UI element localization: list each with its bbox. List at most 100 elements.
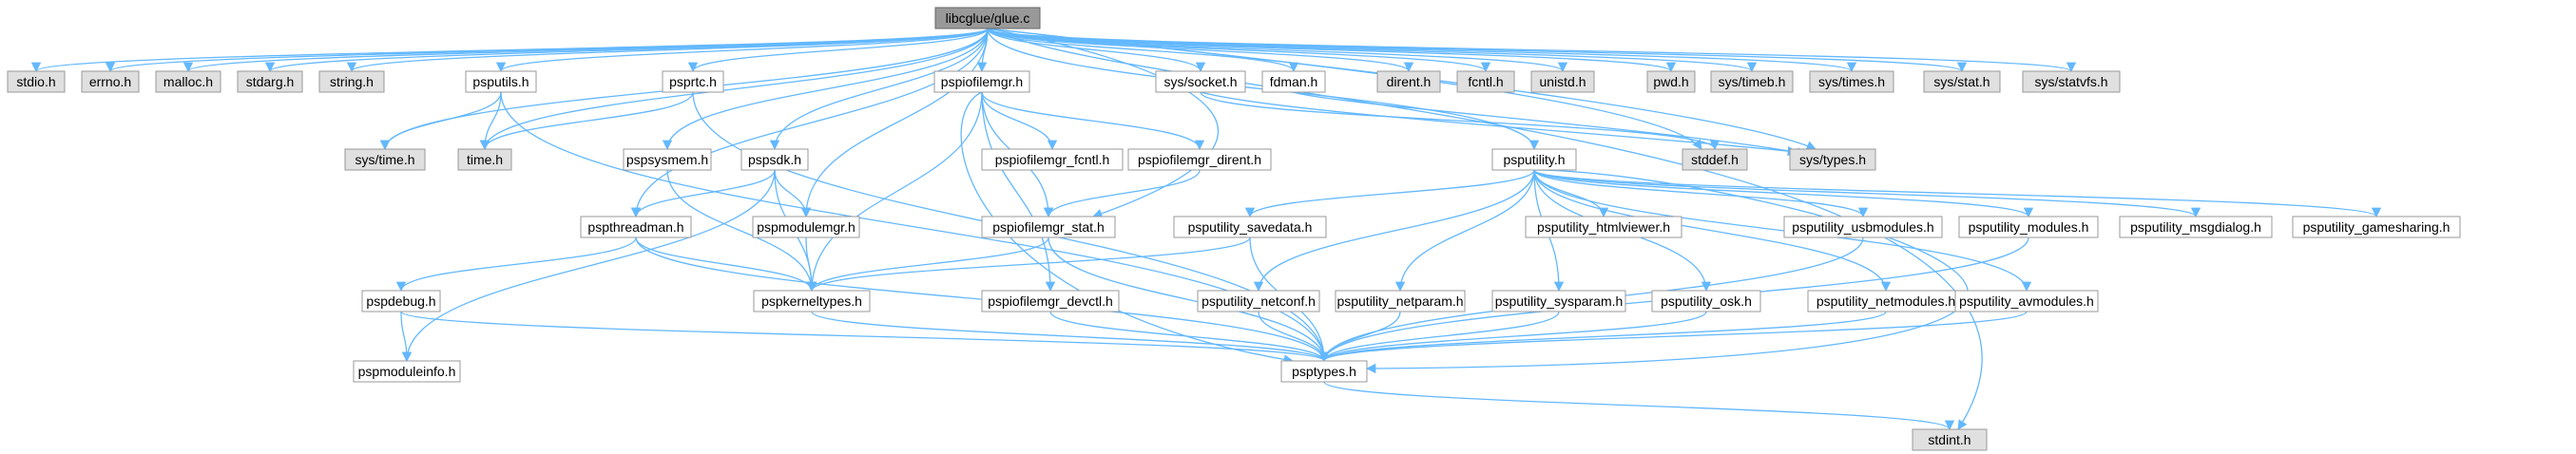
edge-psptypes-to-stdint (1323, 381, 1954, 431)
edges-layer (31, 28, 2381, 431)
node-pspthreadman[interactable]: pspthreadman.h (580, 216, 692, 238)
node-dirent: dirent.h (1376, 70, 1441, 93)
node-label: stddef.h (1691, 152, 1739, 167)
node-glue[interactable]: libcglue/glue.c (934, 7, 1041, 29)
node-malloc: malloc.h (155, 70, 221, 93)
node-sysstat: sys/stat.h (1923, 70, 2001, 93)
node-box (7, 70, 66, 93)
node-box (1491, 290, 1626, 312)
node-msgdialog[interactable]: psputility_msgdialog.h (2119, 216, 2273, 238)
node-label: psprtc.h (669, 74, 717, 89)
node-htmlviewer[interactable]: psputility_htmlviewer.h (1525, 216, 1682, 238)
node-box (1710, 70, 1794, 93)
node-pspkerneltypes[interactable]: pspkerneltypes.h (753, 290, 871, 312)
node-stdio: stdio.h (7, 70, 66, 93)
node-box (1646, 70, 1696, 93)
node-label: pwd.h (1653, 74, 1688, 89)
node-label: pspthreadman.h (587, 219, 683, 235)
node-stdarg: stdarg.h (237, 70, 303, 93)
node-box (1280, 360, 1368, 383)
node-box (1491, 148, 1577, 171)
node-psputility[interactable]: psputility.h (1491, 148, 1577, 171)
edge-pspiofilemgr-to-fcntlh (981, 91, 1058, 151)
node-label: errno.h (89, 74, 131, 89)
node-label: psputility_sysparam.h (1495, 293, 1624, 309)
edge-glue-to-time (479, 28, 989, 151)
edge-glue-to-stdint (987, 28, 1983, 430)
node-label: pspdebug.h (366, 293, 435, 309)
node-stdint: stdint.h (1912, 428, 1988, 451)
node-box (981, 290, 1120, 312)
node-box (237, 70, 303, 93)
node-box (2292, 216, 2461, 238)
node-box (753, 290, 871, 312)
edge-pspkerneltypes-to-psptypes (811, 311, 1330, 363)
node-pspmoduleinfo[interactable]: pspmoduleinfo.h (353, 360, 461, 383)
node-label: sys/timeb.h (1719, 74, 1786, 89)
edge-psputility-to-gamesharing (1533, 169, 2381, 218)
node-pspdebug[interactable]: pspdebug.h (361, 290, 441, 312)
node-netconf[interactable]: psputility_netconf.h (1197, 290, 1320, 312)
node-box (1456, 70, 1515, 93)
node-osk[interactable]: psputility_osk.h (1651, 290, 1761, 312)
edge-direnth-to-stath (1043, 169, 1201, 218)
node-netmodules[interactable]: psputility_netmodules.h (1807, 290, 1965, 312)
node-label: psputility_osk.h (1661, 293, 1752, 309)
node-systimes: sys/times.h (1809, 70, 1894, 93)
node-box (933, 70, 1030, 93)
node-devctl[interactable]: pspiofilemgr_devctl.h (981, 290, 1120, 312)
node-direnth[interactable]: pspiofilemgr_dirent.h (1127, 148, 1272, 171)
node-box (623, 148, 712, 171)
edge-savedata-to-pspkerneltypes (806, 236, 1251, 293)
node-syssocket[interactable]: sys/socket.h (1155, 70, 1246, 93)
edge-glue-to-sysstatvfs (987, 28, 2076, 73)
node-fdman[interactable]: fdman.h (1261, 70, 1326, 93)
edge-sysparam-to-psptypes (1318, 311, 1560, 363)
edge-glue-to-systimeb (987, 28, 1757, 73)
node-systypes: sys/types.h (1789, 148, 1876, 171)
edge-psputils-to-systime (379, 91, 502, 151)
node-sysparam[interactable]: psputility_sysparam.h (1491, 290, 1626, 312)
node-box (1530, 70, 1595, 93)
edge-pspiofilemgr-to-devctl (981, 91, 1056, 293)
node-psptypes[interactable]: psptypes.h (1280, 360, 1368, 383)
node-box (353, 360, 461, 383)
node-label: malloc.h (163, 74, 213, 89)
node-pspmodulemgr[interactable]: pspmodulemgr.h (752, 216, 860, 238)
edge-netparam-to-psptypes (1318, 311, 1401, 363)
node-label: psputility_savedata.h (1188, 219, 1313, 235)
node-box (740, 148, 809, 171)
node-avmodules[interactable]: psputility_avmodules.h (1954, 290, 2099, 312)
node-fcntlh[interactable]: pspiofilemgr_fcntl.h (981, 148, 1124, 171)
edge-glue-to-stath (987, 28, 1220, 218)
edge-psprtc-to-time (479, 91, 694, 151)
nodes-layer: libcglue/glue.c stdio.h errno.h malloc.h std… (7, 7, 2461, 451)
edge-glue-to-errno (106, 28, 989, 73)
node-label: psputility_modules.h (1969, 219, 2089, 235)
node-savedata[interactable]: psputility_savedata.h (1173, 216, 1327, 238)
node-pspsdk[interactable]: pspsdk.h (740, 148, 809, 171)
edge-netmodules-to-psptypes (1319, 311, 1887, 363)
node-gamesharing[interactable]: psputility_gamesharing.h (2292, 216, 2461, 238)
node-psputils[interactable]: psputils.h (465, 70, 537, 93)
node-box (1197, 290, 1320, 312)
node-stath[interactable]: pspiofilemgr_stat.h (981, 216, 1116, 238)
node-box (1912, 428, 1988, 451)
node-usbmodules[interactable]: psputility_usbmodules.h (1783, 216, 1943, 238)
edge-glue-to-psprtc (687, 28, 989, 73)
node-pspsysmem[interactable]: pspsysmem.h (623, 148, 712, 171)
node-psprtc[interactable]: psprtc.h (662, 70, 724, 93)
node-label: sys/stat.h (1933, 74, 1990, 89)
edge-stath-to-psptypes (1048, 236, 1330, 363)
node-label: pspiofilemgr_stat.h (992, 219, 1105, 235)
node-netparam[interactable]: psputility_netparam.h (1335, 290, 1466, 312)
node-box (344, 148, 426, 171)
node-label: unistd.h (1539, 74, 1586, 89)
edge-psputility-to-avmodules (1533, 169, 2032, 293)
edge-glue-to-psputils (496, 28, 989, 73)
node-label: psputility_netparam.h (1336, 293, 1463, 309)
node-pspiofilemgr[interactable]: pspiofilemgr.h (933, 70, 1030, 93)
edge-syssocket-to-systypes (1200, 91, 1798, 157)
node-modules[interactable]: psputility_modules.h (1958, 216, 2099, 238)
